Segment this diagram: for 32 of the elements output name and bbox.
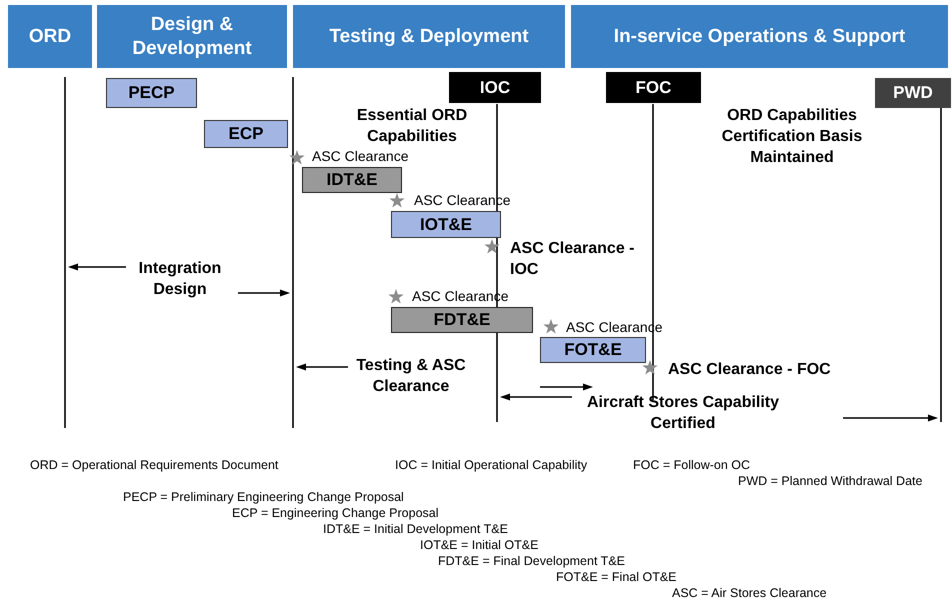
phase-header-band: ORD — [8, 5, 92, 68]
phase-header-band: In-service Operations & Support — [571, 5, 948, 68]
annotation-text: Aircraft Stores Capability Certified — [586, 393, 780, 434]
abbreviation-note: ASC = Air Stores Clearance — [672, 586, 827, 600]
phase-bar: FOT&E — [540, 337, 646, 363]
milestone-box: PWD — [875, 78, 951, 108]
phase-bar: IDT&E — [302, 167, 402, 193]
phase-bar: FDT&E — [391, 307, 533, 333]
annotation-text: Integration Design — [138, 259, 222, 300]
phase-header-band: Testing & Deployment — [293, 5, 565, 68]
annotation-text: ASC Clearance - FOC — [668, 360, 831, 380]
annotation-text: Essential ORD Capabilities — [356, 106, 468, 147]
milestone-box: IOC — [449, 72, 541, 103]
annotation-text: ASC Clearance - IOC — [510, 239, 636, 280]
phase-bar: IOT&E — [391, 211, 501, 238]
abbreviation-note: FDT&E = Final Development T&E — [438, 554, 625, 568]
abbreviation-note: ECP = Engineering Change Proposal — [232, 506, 439, 520]
abbreviation-note: FOT&E = Final OT&E — [556, 570, 677, 584]
abbreviation-note: IOT&E = Initial OT&E — [420, 538, 538, 552]
phase-header-band: Design & Development — [97, 5, 287, 68]
phase-bar: PECP — [106, 78, 197, 108]
abbreviation-note: IOC = Initial Operational Capability — [395, 458, 588, 472]
milestone-box: FOC — [606, 72, 701, 103]
clearance-label: ASC Clearance — [312, 148, 408, 164]
phase-bar: ECP — [204, 120, 288, 148]
abbreviation-note: ORD = Operational Requirements Document — [30, 458, 278, 472]
annotation-text: ORD Capabilities Certification Basis Maintained — [720, 106, 864, 168]
abbreviation-note: PECP = Preliminary Engineering Change Proposal — [123, 490, 404, 504]
annotation-text: Testing & ASC Clearance — [355, 356, 467, 397]
abbreviation-note: FOC = Follow-on OC — [633, 458, 750, 472]
abbreviation-note: IDT&E = Initial Development T&E — [323, 522, 508, 536]
abbreviation-note: PWD = Planned Withdrawal Date — [738, 474, 922, 488]
